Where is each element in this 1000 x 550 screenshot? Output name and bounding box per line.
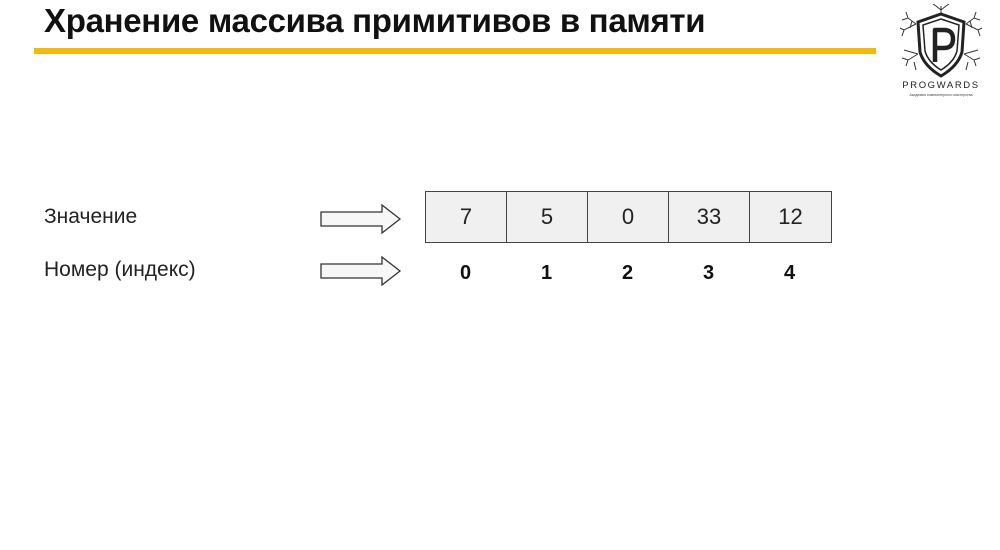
progwards-logo: PROGWARDS Академия компьютерного мастерс… — [896, 4, 986, 104]
right-arrow-icon — [320, 256, 402, 286]
logo-tagline: Академия компьютерного мастерства — [909, 93, 973, 97]
array-cell: 12 — [778, 204, 803, 229]
array-indices: 0 1 2 3 4 — [425, 262, 830, 285]
index-row-label: Номер (индекс) — [44, 258, 196, 281]
array-cell: 33 — [669, 192, 750, 242]
title-underline — [34, 48, 876, 54]
slide-title: Хранение массива примитивов в памяти — [44, 2, 706, 39]
array-index: 1 — [540, 262, 553, 284]
right-arrow-icon — [320, 204, 402, 234]
values-row-label: Значение — [44, 205, 138, 228]
progwards-p-shield-icon — [899, 4, 983, 78]
array-index: 4 — [783, 262, 796, 284]
array-index: 0 — [459, 262, 472, 284]
array-cell: 7 — [426, 192, 507, 242]
array-index: 2 — [621, 262, 634, 284]
array-cells: 7 5 0 33 12 — [425, 191, 832, 243]
logo-brand: PROGWARDS — [902, 80, 980, 91]
array-cell: 0 — [588, 192, 669, 242]
array-index: 3 — [702, 262, 715, 284]
array-cell: 5 — [507, 192, 588, 242]
